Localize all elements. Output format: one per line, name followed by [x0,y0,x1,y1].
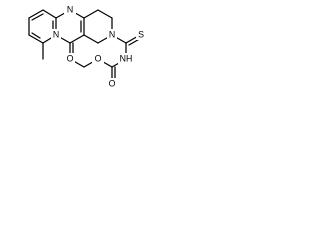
bond [42,9,57,19]
atom-label-nh: NH [120,53,133,63]
atom-label-s: S [138,29,144,39]
atom-label-background [106,78,118,89]
bond [31,13,44,21]
bond [31,32,41,39]
atom-label-background [136,29,146,40]
molecule-diagram: N N O N S NH O O [28,4,146,89]
atom-label-background [65,53,75,64]
atom-label-background [118,53,134,64]
atom-label-background [64,4,76,15]
atom-label-o: O [95,53,102,63]
atom-label-n: N [67,4,73,14]
atom-label-o: O [109,78,116,88]
bond [69,34,85,44]
atom-label-background [51,29,61,40]
bond [83,9,99,19]
atom-label-n: N [53,29,59,39]
bond [97,9,113,19]
bond [28,34,44,44]
bond [28,9,44,19]
atom-label-n: N [109,29,115,39]
atom-label-background [92,54,104,65]
chemical-structure: N N O N S NH O O [0,0,189,103]
bond [83,34,99,44]
atom-label-o: O [67,53,74,63]
atom-label-background [107,29,117,40]
